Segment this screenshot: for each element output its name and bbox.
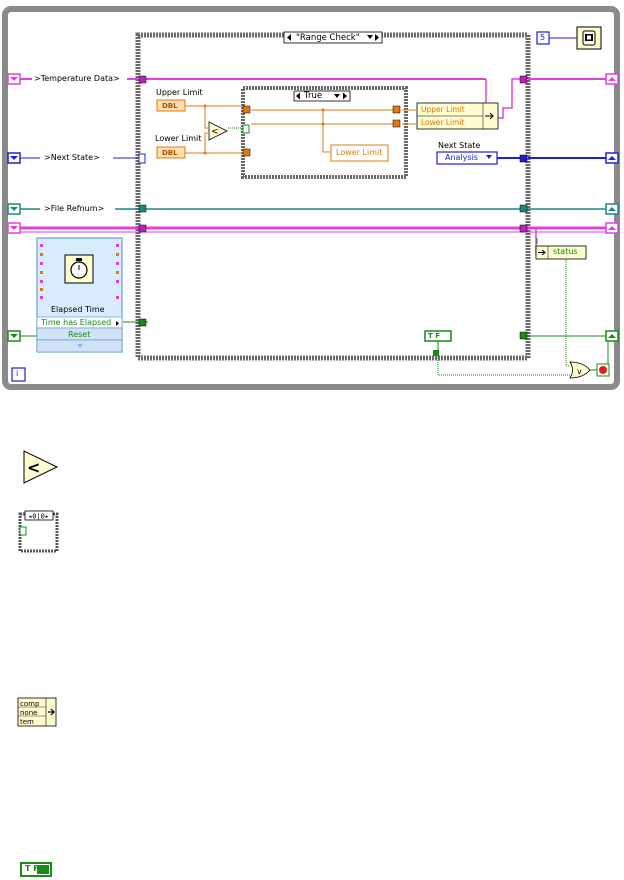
iteration-terminal [11, 367, 26, 382]
true-false-constant[interactable] [424, 330, 452, 342]
next-state-label: Next State [438, 141, 481, 150]
next-state-shift-label: >Next State> [44, 153, 100, 162]
svg-text:v: v [577, 367, 582, 376]
next-state-value: Analysis [445, 153, 478, 162]
less-than-node[interactable]: < [208, 121, 228, 141]
bundle-icon-item-1: comp [20, 700, 40, 708]
lower-limit-dbl-tag: DBL [162, 149, 178, 157]
true-false-text: T F [428, 332, 440, 340]
reset-input[interactable]: Reset [68, 330, 91, 339]
bundle-icon[interactable] [16, 696, 60, 730]
svg-text:<: < [27, 458, 40, 477]
case-selector-label: "Range Check" [296, 33, 360, 43]
block-diagram: < v [2, 6, 620, 390]
case-structure-frame[interactable] [135, 32, 531, 361]
shift-register-right[interactable] [605, 73, 619, 342]
inner-case-selector[interactable] [293, 90, 351, 102]
upper-limit-dbl-tag: DBL [162, 102, 178, 110]
shift-register-left[interactable] [7, 73, 21, 342]
elapsed-time-node[interactable] [36, 237, 123, 353]
file-refnum-label: >File Refnum> [44, 204, 105, 213]
temperature-data-label: >Temperature Data> [34, 74, 120, 83]
stop-condition-icon[interactable] [596, 363, 610, 377]
bundle-field-lower: Lower Limit [421, 118, 465, 127]
upper-limit-label: Upper Limit [156, 88, 203, 97]
while-loop-frame[interactable] [2, 6, 620, 390]
time-has-elapsed-output[interactable]: Time has Elapsed [41, 318, 112, 327]
elapsed-time-title: Elapsed Time [51, 305, 105, 314]
bundle-icon-item-3: tem [20, 718, 34, 726]
bundle-icon-item-2: none [20, 709, 38, 717]
bundle-field-upper: Upper Limit [421, 105, 465, 114]
unbundle-status-label: status [553, 247, 578, 256]
true-false-icon[interactable] [20, 862, 54, 878]
inner-lower-limit-indicator[interactable] [330, 144, 389, 162]
unbundle-by-name-node[interactable] [535, 245, 587, 260]
bundle-by-name-node[interactable] [416, 102, 499, 130]
wait-constant[interactable] [536, 31, 550, 45]
upper-limit-constant[interactable] [156, 99, 186, 112]
less-than-icon[interactable]: < [20, 448, 60, 488]
wait-constant-value: 5 [540, 33, 546, 42]
lower-limit-label: Lower Limit [155, 134, 202, 143]
svg-text:<: < [211, 127, 219, 137]
next-state-enum[interactable] [436, 151, 498, 165]
iteration-label: i [16, 369, 19, 378]
case-selector[interactable] [283, 31, 383, 44]
svg-text:◂0|0▸: ◂0|0▸ [28, 513, 49, 521]
inner-lower-limit-text: Lower Limit [336, 148, 383, 157]
lower-limit-constant[interactable] [156, 146, 186, 159]
true-false-icon-text: T F [25, 864, 39, 873]
inner-case-selector-label: True [304, 91, 323, 101]
or-node[interactable]: v [569, 361, 591, 379]
wait-timer-icon[interactable] [576, 26, 602, 50]
case-structure-icon[interactable]: ◂0|0▸ [18, 510, 60, 554]
stopwatch-icon [64, 254, 94, 284]
